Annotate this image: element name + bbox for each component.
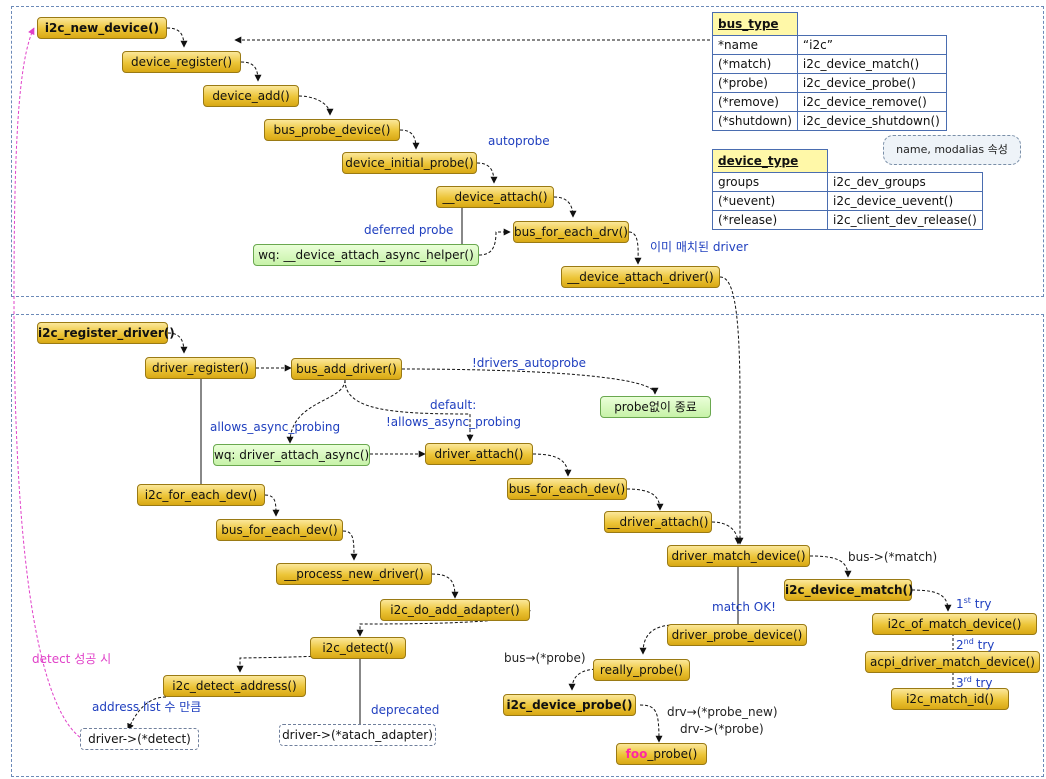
bus-type-row: (*shutdown)i2c_device_shutdown(): [712, 111, 947, 131]
bus-add-driver-node: bus_add_driver(): [291, 358, 402, 380]
drv-probe-new-label: drv→(*probe_new): [667, 705, 778, 719]
foo-probe-suffix: _probe(): [647, 747, 698, 761]
not-allows-async-label: !allows_async_probing: [386, 415, 521, 429]
i2c-register-driver-node: i2c_register_driver(): [37, 322, 175, 344]
try-3-label: 3rd try: [956, 675, 993, 690]
device-type-title: device_type: [712, 149, 828, 173]
wq-device-attach-async-node: wq: __device_attach_async_helper(): [253, 244, 479, 266]
bus-for-each-drv-node: bus_for_each_drv(): [513, 221, 629, 243]
autoprobe-label: autoprobe: [488, 134, 550, 148]
driver-probe-device-node: driver_probe_device(): [667, 624, 807, 646]
driver-register-node: driver_register(): [145, 357, 256, 379]
foo-probe-prefix: foo: [625, 747, 648, 761]
bus-probe-device-node: bus_probe_device(): [264, 119, 400, 141]
i2c-for-each-dev-node: i2c_for_each_dev(): [137, 484, 265, 506]
bus-type-row: (*probe)i2c_device_probe(): [712, 73, 947, 93]
acpi-driver-match-device-node: acpi_driver_match_device(): [865, 651, 1040, 673]
deprecated-label: deprecated: [371, 703, 440, 717]
driver-detect-node: driver->(*detect): [80, 728, 199, 750]
device-attach-driver-node: __device_attach_driver(): [561, 266, 720, 288]
bus-type-row: (*match)i2c_device_match(): [712, 54, 947, 74]
try-2-label: 2nd try: [956, 637, 995, 652]
driver-match-device-node: driver_match_device(): [667, 545, 810, 567]
device-attach-node: __device_attach(): [436, 186, 554, 208]
foo-probe-node: foo_probe(): [616, 743, 707, 765]
i2c-device-probe-node: i2c_device_probe(): [503, 694, 636, 716]
matched-driver-label: 이미 매치된 driver: [650, 240, 749, 254]
driver-attach-node: driver_attach(): [425, 443, 533, 465]
device-type-row: (*release)i2c_client_dev_release(): [712, 210, 983, 230]
i2c-match-id-node: i2c_match_id(): [891, 688, 1009, 710]
driver-attach-inner-node: __driver_attach(): [604, 511, 712, 533]
bus-type-title: bus_type: [712, 12, 798, 36]
bus-type-table: bus_type *name“i2c” (*match)i2c_device_m…: [712, 12, 947, 131]
device-add-node: device_add(): [203, 85, 299, 107]
drivers-autoprobe-label: !drivers_autoprobe: [472, 356, 586, 370]
i2c-new-device-node: i2c_new_device(): [37, 17, 167, 39]
i2c-of-match-device-node: i2c_of_match_device(): [872, 613, 1037, 635]
bus-probe-label: bus→(*probe): [504, 651, 586, 665]
bus-for-each-dev-right-node: bus_for_each_dev(): [507, 478, 627, 500]
process-new-driver-node: __process_new_driver(): [276, 563, 432, 585]
device-initial-probe-node: device_initial_probe(): [342, 152, 477, 174]
allows-async-label: allows_async_probing: [210, 420, 341, 434]
address-list-label: address list 수 만큼: [92, 700, 202, 714]
try-1-label: 1st try: [956, 596, 992, 611]
drv-probe-label: drv->(*probe): [680, 722, 764, 736]
probe-skip-node: probe없이 종료: [600, 396, 711, 418]
really-probe-node: really_probe(): [593, 659, 690, 681]
i2c-do-add-adapter-node: i2c_do_add_adapter(): [380, 599, 530, 621]
bus-type-row: *name“i2c”: [712, 35, 947, 55]
device-type-row: (*uevent)i2c_device_uevent(): [712, 191, 983, 211]
driver-attach-adapter-node: driver->(*atach_adapter): [279, 724, 436, 746]
driver-registration-frame: [11, 314, 1044, 777]
match-ok-label: match OK!: [712, 600, 776, 614]
bus-match-label: bus->(*match): [848, 550, 938, 564]
attributes-callout: name, modalias 속성: [883, 135, 1021, 165]
bus-for-each-dev-left-node: bus_for_each_dev(): [216, 519, 343, 541]
i2c-detect-address-node: i2c_detect_address(): [163, 675, 306, 697]
detect-success-label: detect 성공 시: [32, 652, 112, 666]
i2c-detect-node: i2c_detect(): [310, 637, 406, 659]
deferred-probe-label: deferred probe: [364, 223, 454, 237]
device-registration-frame: [11, 6, 1044, 297]
bus-type-row: (*remove)i2c_device_remove(): [712, 92, 947, 112]
device-register-node: device_register(): [122, 51, 241, 73]
wq-driver-attach-async-node: wq: driver_attach_async(): [213, 444, 370, 466]
i2c-device-match-node: i2c_device_match(): [784, 579, 913, 601]
default-label: default:: [430, 398, 477, 412]
